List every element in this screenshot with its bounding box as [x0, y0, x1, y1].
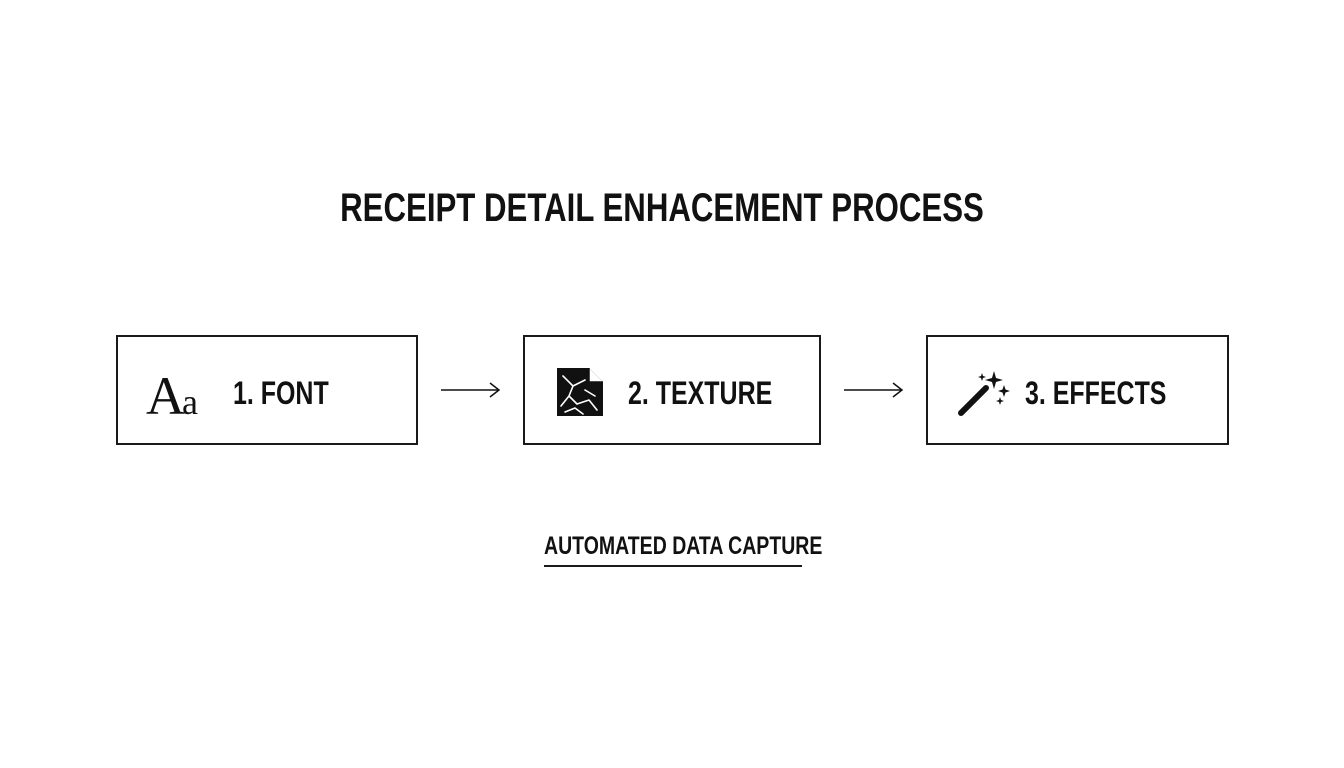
font-icon: A a — [146, 366, 198, 420]
step-effects-label: 3. EFFECTS — [1025, 375, 1167, 411]
arrow-right-icon — [441, 382, 501, 398]
svg-text:a: a — [182, 382, 198, 420]
step-texture-label: 2. TEXTURE — [628, 375, 773, 411]
caption-text: AUTOMATED DATA CAPTURE — [544, 532, 823, 560]
caption-underline — [544, 565, 802, 567]
step-texture-box: 2. TEXTURE — [523, 335, 821, 445]
step-font-box: A a 1. FONT — [116, 335, 418, 445]
magic-wand-icon — [958, 371, 1010, 416]
diagram-title: RECEIPT DETAIL ENHACEMENT PROCESS — [340, 186, 984, 230]
step-font-label: 1. FONT — [233, 375, 329, 411]
step-effects-box: 3. EFFECTS — [926, 335, 1229, 445]
texture-icon — [557, 368, 603, 416]
arrow-right-icon — [844, 382, 904, 398]
svg-text:A: A — [146, 366, 185, 420]
